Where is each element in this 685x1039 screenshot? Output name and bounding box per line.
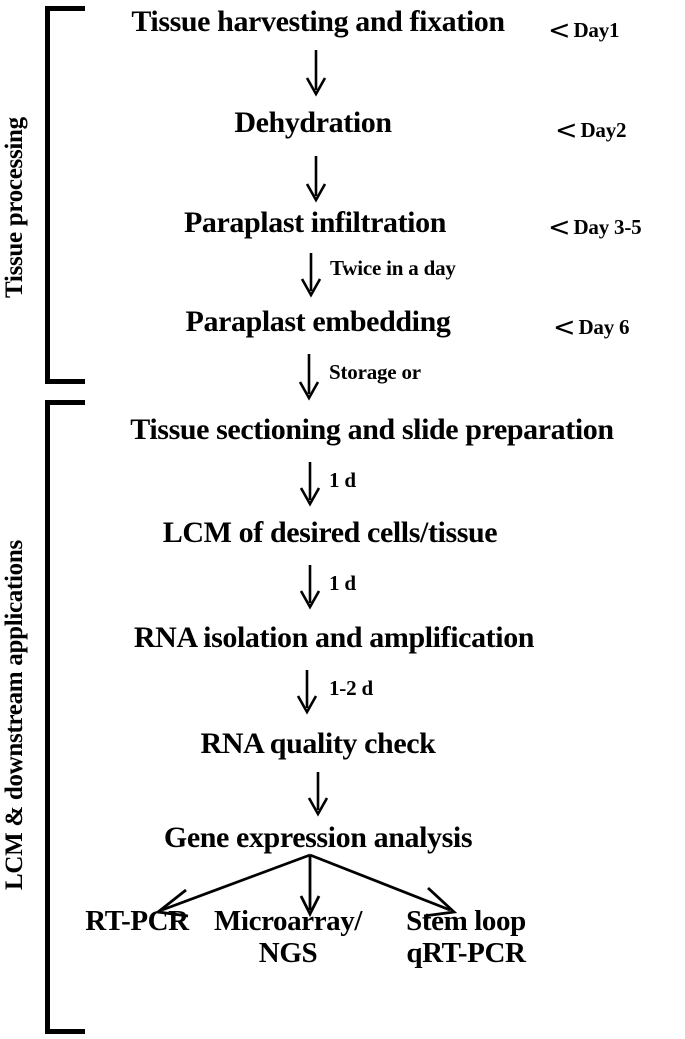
flow-arrow-2	[303, 156, 329, 203]
branch-arrows-three-way	[140, 852, 470, 920]
flow-arrow-label-twice-in-a-day: Twice in a day	[330, 256, 456, 280]
terminal-stem-loop-qrt-pcr-line2: qRT-PCR	[406, 937, 526, 970]
terminal-rt-pcr-line1: RT-PCR	[85, 905, 189, 937]
day-label-1: Day1	[573, 18, 620, 42]
day-annotation-1: <Day1	[548, 15, 620, 44]
step-rna-isolation-and-amplification: RNA isolation and amplification	[133, 621, 535, 654]
step-paraplast-embedding: Paraplast embedding	[185, 305, 451, 338]
phase-label-lcm-downstream: LCM & downstream applications	[1, 540, 28, 890]
flow-arrow-5	[297, 462, 323, 507]
phase-bracket-tissue-processing	[45, 6, 85, 384]
phase-bracket-lcm-downstream	[45, 400, 85, 1034]
flow-arrow-8	[305, 772, 331, 817]
terminal-microarray-ngs-line1: Microarray/	[213, 905, 363, 937]
step-lcm-of-desired-cells-tissue: LCM of desired cells/tissue	[162, 516, 498, 549]
terminal-rt-pcr: RT-PCR	[85, 905, 189, 937]
flow-arrow-label-storage-or: Storage or	[329, 360, 421, 384]
step-rna-quality-check: RNA quality check	[200, 727, 436, 760]
day-label-4: Day 6	[578, 315, 630, 339]
lt-marker-icon: <	[548, 212, 571, 243]
day-annotation-3: <Day 3-5	[548, 212, 642, 241]
flow-arrow-1	[303, 50, 329, 97]
lt-marker-icon: <	[548, 15, 571, 46]
step-paraplast-infiltration: Paraplast infiltration	[183, 206, 447, 239]
flow-arrow-6	[297, 565, 323, 610]
step-gene-expression-analysis: Gene expression analysis	[163, 821, 473, 854]
phase-label-tissue-processing: Tissue processing	[1, 117, 28, 298]
terminal-microarray-ngs-line2: NGS	[258, 937, 318, 970]
terminal-stem-loop-qrt-pcr: Stem loop qRT-PCR	[406, 905, 526, 970]
flow-arrow-label-1-2d: 1-2 d	[329, 676, 373, 700]
lt-marker-icon: <	[555, 115, 578, 146]
flow-arrow-3	[298, 253, 324, 298]
terminal-microarray-ngs: Microarray/ NGS	[214, 905, 362, 970]
flow-arrow-label-1d-a: 1 d	[329, 468, 356, 492]
lt-marker-icon: <	[553, 312, 576, 343]
step-tissue-sectioning-and-slide-preparation: Tissue sectioning and slide preparation	[130, 413, 614, 446]
terminal-stem-loop-qrt-pcr-line1: Stem loop	[406, 905, 526, 937]
step-dehydration: Dehydration	[234, 106, 392, 139]
day-annotation-4: <Day 6	[553, 312, 630, 341]
flow-arrow-label-1d-b: 1 d	[329, 571, 356, 595]
flow-arrow-7	[294, 670, 320, 715]
step-tissue-harvesting-and-fixation: Tissue harvesting and fixation	[131, 5, 505, 38]
flow-arrow-4	[296, 354, 322, 401]
day-label-2: Day2	[580, 118, 627, 142]
day-label-3: Day 3-5	[573, 215, 642, 239]
day-annotation-2: <Day2	[555, 115, 627, 144]
